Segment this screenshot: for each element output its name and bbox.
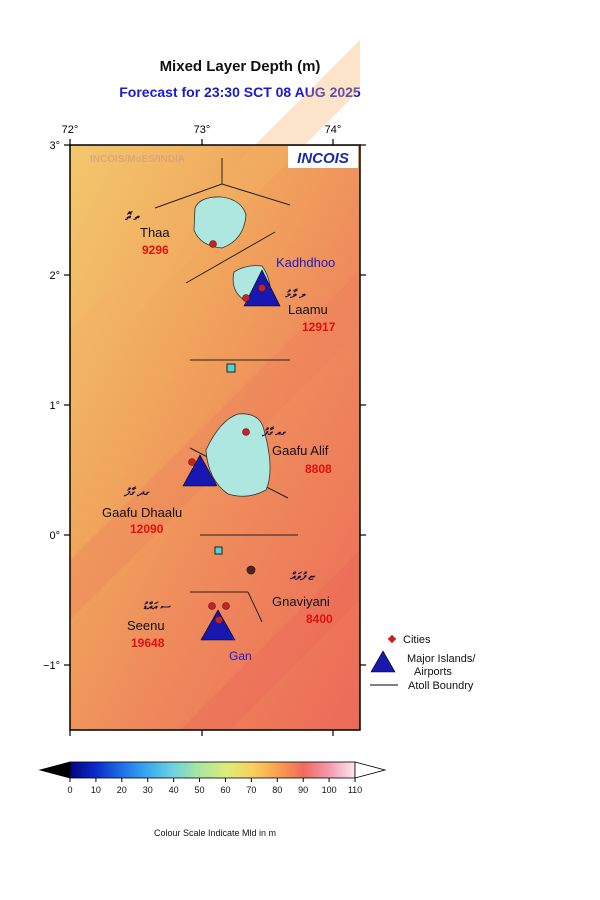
colorbar-gradient bbox=[69, 761, 356, 779]
colorbar-tick-label: 80 bbox=[272, 785, 282, 795]
incois-logo: INCOIS bbox=[297, 150, 349, 167]
airport-label-gan: Gan bbox=[229, 649, 252, 663]
atoll-value-laamu: 12917 bbox=[302, 320, 336, 334]
island-square-marker bbox=[214, 546, 223, 555]
atoll-name-thaa: Thaa bbox=[140, 225, 170, 240]
atoll-name-seenu: Seenu bbox=[127, 618, 165, 633]
dhivehi-label-thaa: ތ ތަޮ bbox=[124, 211, 141, 223]
colorbar-tick-label: 0 bbox=[67, 785, 72, 795]
map-legend: Cities Major Islands/ Airports Atoll Bou… bbox=[370, 634, 476, 692]
legend-triangle-symbol bbox=[370, 650, 396, 673]
city-marker bbox=[258, 284, 266, 292]
island-square-marker bbox=[226, 363, 236, 373]
atoll-value-thaa: 9296 bbox=[142, 243, 169, 257]
colorbar-tick-label: 30 bbox=[143, 785, 153, 795]
airport-triangle-gan bbox=[200, 609, 236, 641]
city-marker bbox=[208, 602, 216, 610]
map-subtitle: Forecast for 23:30 SCT 08 AUG 2025 bbox=[119, 84, 361, 100]
map-frame bbox=[69, 144, 361, 731]
dhivehi-label-gaafu-dhaalu: ގދ ގާފު bbox=[123, 486, 150, 499]
map-title: Mixed Layer Depth (m) bbox=[159, 58, 321, 75]
city-marker bbox=[242, 428, 250, 436]
field-band bbox=[180, 550, 360, 730]
colorbar-tick-label: 100 bbox=[322, 785, 337, 795]
y-tick-label: 2° bbox=[49, 270, 60, 282]
colorbar-tick-label: 110 bbox=[348, 785, 362, 795]
airport-triangle-gaafu bbox=[182, 454, 218, 487]
legend-islands-label: Major Islands/ bbox=[407, 653, 476, 665]
thaa-island bbox=[193, 196, 247, 249]
atoll-name-gaafu-dhaalu: Gaafu Dhaalu bbox=[102, 505, 182, 520]
colorbar-tick-label: 70 bbox=[246, 785, 256, 795]
colorbar-tick-label: 50 bbox=[195, 785, 205, 795]
legend-city-symbol bbox=[387, 634, 397, 644]
atoll-name-gnaviyani: Gnaviyani bbox=[272, 594, 330, 609]
colorbar-low-arrow bbox=[38, 761, 71, 779]
gnaviyani-island bbox=[246, 565, 256, 575]
y-tick-label: −1° bbox=[43, 660, 60, 672]
colorbar bbox=[38, 761, 387, 779]
logo-box bbox=[288, 146, 358, 168]
atoll-name-laamu: Laamu bbox=[288, 302, 328, 317]
colorbar-tick-label: 60 bbox=[220, 785, 230, 795]
y-tick-label: 3° bbox=[49, 140, 60, 152]
atoll-value-gaafu-dhaalu: 12090 bbox=[130, 522, 164, 536]
city-marker bbox=[209, 240, 217, 248]
colorbar-tick-label: 10 bbox=[91, 785, 101, 795]
legend-cities-label: Cities bbox=[403, 634, 431, 646]
atoll-name-gaafu-alif: Gaafu Alif bbox=[272, 443, 329, 458]
x-tick-label: 74° bbox=[325, 124, 342, 136]
colorbar-caption: Colour Scale Indicate Mld in m bbox=[154, 828, 276, 838]
legend-airports-label: Airports bbox=[414, 666, 452, 678]
x-tick-label: 73° bbox=[194, 124, 211, 136]
city-marker bbox=[215, 616, 223, 624]
dhivehi-label-gaafu-alif: ގއ ގާފު bbox=[261, 426, 286, 439]
dhivehi-label-seenu: ސ އައްޑު bbox=[143, 601, 171, 613]
city-marker bbox=[242, 294, 250, 302]
colorbar-tick-label: 20 bbox=[117, 785, 127, 795]
x-tick-label: 72° bbox=[62, 124, 79, 136]
y-tick-label: 0° bbox=[49, 530, 60, 542]
atoll-value-seenu: 19648 bbox=[131, 636, 165, 650]
colorbar-tick-label: 90 bbox=[298, 785, 308, 795]
axis-ticks bbox=[64, 139, 366, 736]
atoll-value-gnaviyani: 8400 bbox=[306, 612, 333, 626]
colorbar-high-arrow bbox=[354, 761, 387, 779]
city-marker bbox=[188, 458, 196, 466]
colorbar-labels: 0 10 20 30 40 50 60 70 80 90 100 110 bbox=[67, 778, 362, 795]
colorbar-tick-label: 40 bbox=[169, 785, 179, 795]
gaafu-island bbox=[205, 413, 271, 497]
atoll-value-gaafu-alif: 8808 bbox=[305, 462, 332, 476]
city-marker bbox=[222, 602, 230, 610]
dhivehi-label-laamu: ލ ލާމު bbox=[285, 288, 307, 301]
dhivehi-label-gnaviyani: ޏ ފުވައް bbox=[290, 571, 316, 583]
legend-boundary-label: Atoll Boundry bbox=[408, 680, 474, 692]
y-tick-label: 1° bbox=[49, 400, 60, 412]
credit-text: INCOIS/MoES/INDIA bbox=[90, 154, 185, 165]
airport-label-kadhdhoo: Kadhdhoo bbox=[276, 255, 335, 270]
